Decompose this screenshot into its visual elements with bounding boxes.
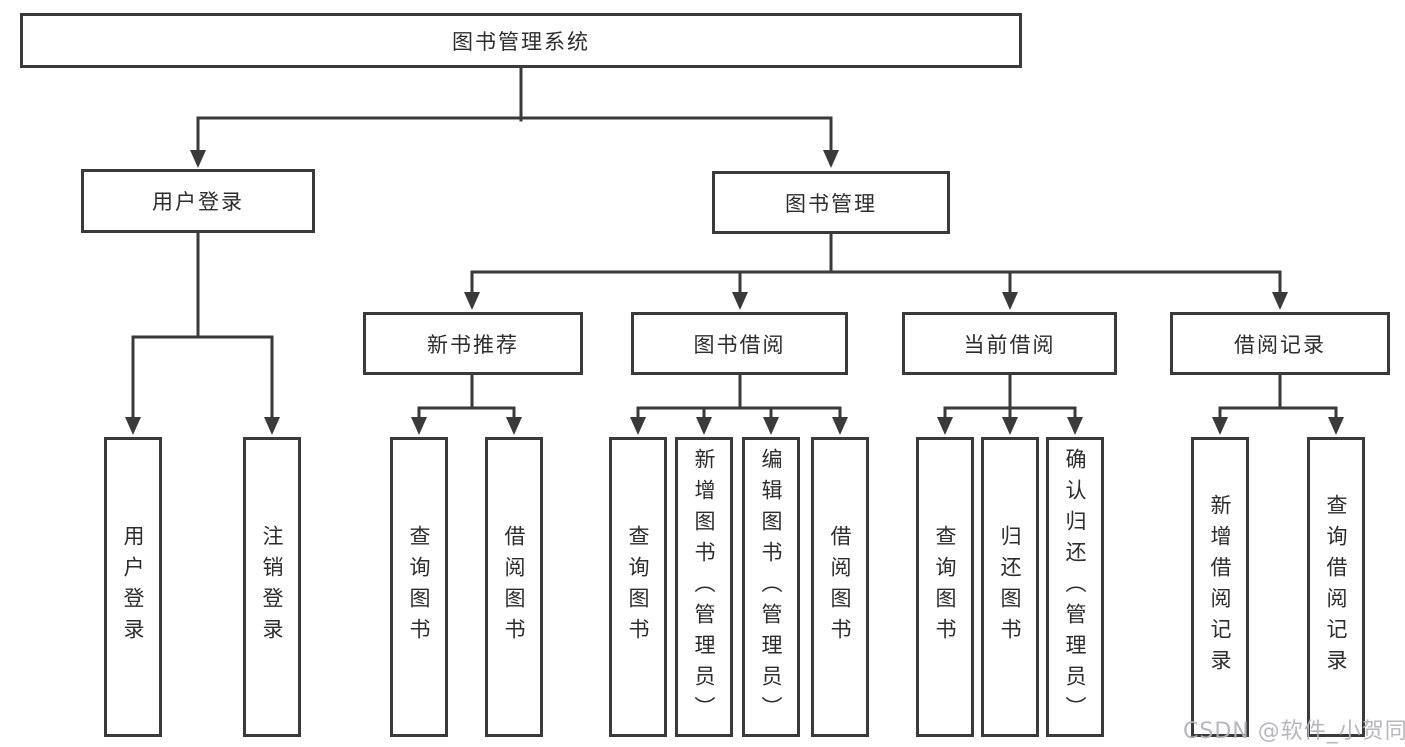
arrowhead-icon	[937, 417, 953, 435]
node-label: 用户登录	[121, 525, 145, 649]
leaf-add-borrow-record: 新增借阅记录	[1191, 437, 1249, 737]
node-label: 图书管理	[785, 191, 877, 216]
node-label: 新增借阅记录	[1208, 494, 1232, 680]
arrowhead-icon	[1328, 417, 1344, 435]
node-new-book-recommendation: 新书推荐	[363, 312, 583, 375]
arrowhead-icon	[630, 417, 646, 435]
node-label: 借阅图书	[502, 525, 526, 649]
node-label: 当前借阅	[963, 332, 1056, 357]
node-label: 查询借阅记录	[1324, 494, 1348, 680]
arrowhead-icon	[264, 417, 280, 435]
arrowhead-icon	[125, 417, 141, 435]
leaf-user-login: 用户登录	[104, 437, 162, 737]
node-label: 图书借阅	[693, 332, 786, 357]
arrowhead-icon	[1002, 417, 1018, 435]
node-label: 确认归还（管理员）	[1063, 447, 1087, 727]
leaf-query-books-current: 查询图书	[916, 437, 974, 737]
node-user-login: 用户登录	[81, 169, 315, 233]
arrowhead-icon	[1067, 417, 1083, 435]
node-book-borrowing: 图书借阅	[631, 312, 848, 375]
node-label: 查询图书	[933, 525, 957, 649]
node-label: 用户登录	[152, 190, 244, 214]
leaf-add-books-admin: 新增图书（管理员）	[675, 437, 733, 737]
leaf-borrow-books-borrowing: 借阅图书	[811, 437, 869, 737]
node-label: 查询图书	[626, 525, 650, 649]
node-label: 借阅图书	[828, 525, 852, 649]
arrowhead-icon	[464, 292, 480, 310]
arrowhead-icon	[832, 417, 848, 435]
arrowhead-icon	[1212, 417, 1228, 435]
node-label: 归还图书	[998, 525, 1022, 649]
arrowhead-icon	[1272, 292, 1288, 310]
node-label: 编辑图书（管理员）	[759, 447, 783, 727]
leaf-logout: 注销登录	[243, 437, 301, 737]
arrowhead-icon	[506, 417, 522, 435]
node-label: 图书管理系统	[452, 29, 590, 54]
leaf-query-borrow-record: 查询借阅记录	[1307, 437, 1365, 737]
arrowhead-icon	[190, 150, 206, 168]
node-label: 新书推荐	[427, 332, 519, 357]
node-label: 新增图书（管理员）	[692, 447, 716, 727]
node-label: 查询图书	[407, 525, 431, 649]
node-label: 注销登录	[260, 525, 284, 649]
leaf-borrow-books-newbook: 借阅图书	[485, 437, 543, 737]
arrowhead-icon	[823, 150, 839, 168]
arrowhead-icon	[763, 417, 779, 435]
leaf-query-books-newbook: 查询图书	[390, 437, 448, 737]
node-borrowing-records: 借阅记录	[1170, 312, 1390, 375]
connector-segments	[131, 66, 1338, 421]
leaf-return-books: 归还图书	[981, 437, 1039, 737]
node-current-borrowing: 当前借阅	[902, 312, 1117, 375]
node-book-management: 图书管理	[712, 171, 950, 234]
leaf-query-books-borrowing: 查询图书	[609, 437, 667, 737]
arrowhead-icon	[1002, 292, 1018, 310]
arrowhead-icon	[696, 417, 712, 435]
node-book-management-system: 图书管理系统	[20, 13, 1022, 68]
arrowhead-icon	[732, 292, 748, 310]
arrowhead-icon	[411, 417, 427, 435]
leaf-confirm-return-admin: 确认归还（管理员）	[1046, 437, 1104, 737]
leaf-edit-books-admin: 编辑图书（管理员）	[742, 437, 800, 737]
node-label: 借阅记录	[1234, 332, 1326, 357]
watermark: CSDN @软件_小贺同学	[1183, 719, 1405, 744]
